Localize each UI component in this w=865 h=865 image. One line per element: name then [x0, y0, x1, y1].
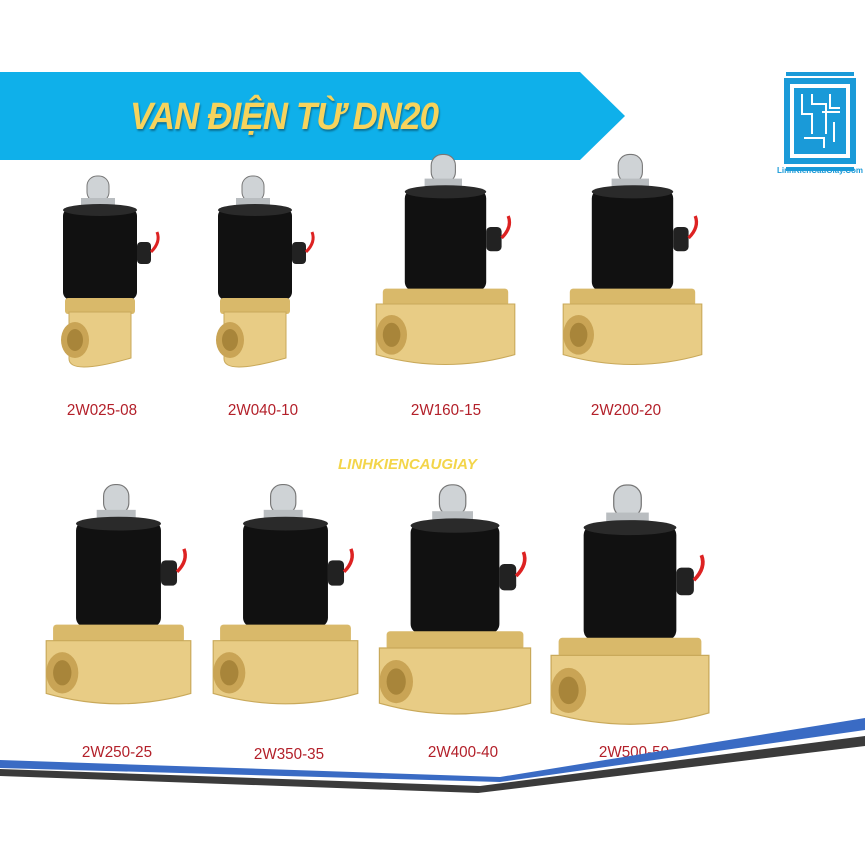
- product-label: 2W250-25: [81, 744, 153, 761]
- product-image-valve: [536, 480, 724, 743]
- product-label: 2W025-08: [66, 402, 138, 419]
- logo-chip-icon: [784, 72, 856, 171]
- product-label: 2W350-35: [253, 746, 325, 763]
- product-image-valve: [32, 480, 205, 721]
- watermark: LINHKIENCAUGIAY: [338, 456, 477, 473]
- decorative-stripes: [0, 718, 865, 793]
- product-label: 2W160-15: [410, 402, 482, 419]
- product-image-valve: [25, 172, 175, 382]
- product-label: 2W040-10: [227, 402, 299, 419]
- product-image-valve: [363, 150, 528, 381]
- dark-stripe: [0, 736, 865, 793]
- product-label: 2W200-20: [590, 402, 662, 419]
- product-image-valve: [180, 172, 330, 382]
- product-image-valve: [199, 480, 372, 721]
- title-banner: [0, 72, 625, 160]
- product-image-valve: [550, 150, 715, 381]
- product-image-valve: [365, 480, 545, 732]
- logo-text: LinhKienCauGiay.Com: [776, 166, 864, 175]
- blue-stripe: [0, 718, 865, 782]
- page-title: VAN ĐIỆN TỪ DN20: [130, 96, 439, 138]
- product-label: 2W400-40: [427, 744, 499, 761]
